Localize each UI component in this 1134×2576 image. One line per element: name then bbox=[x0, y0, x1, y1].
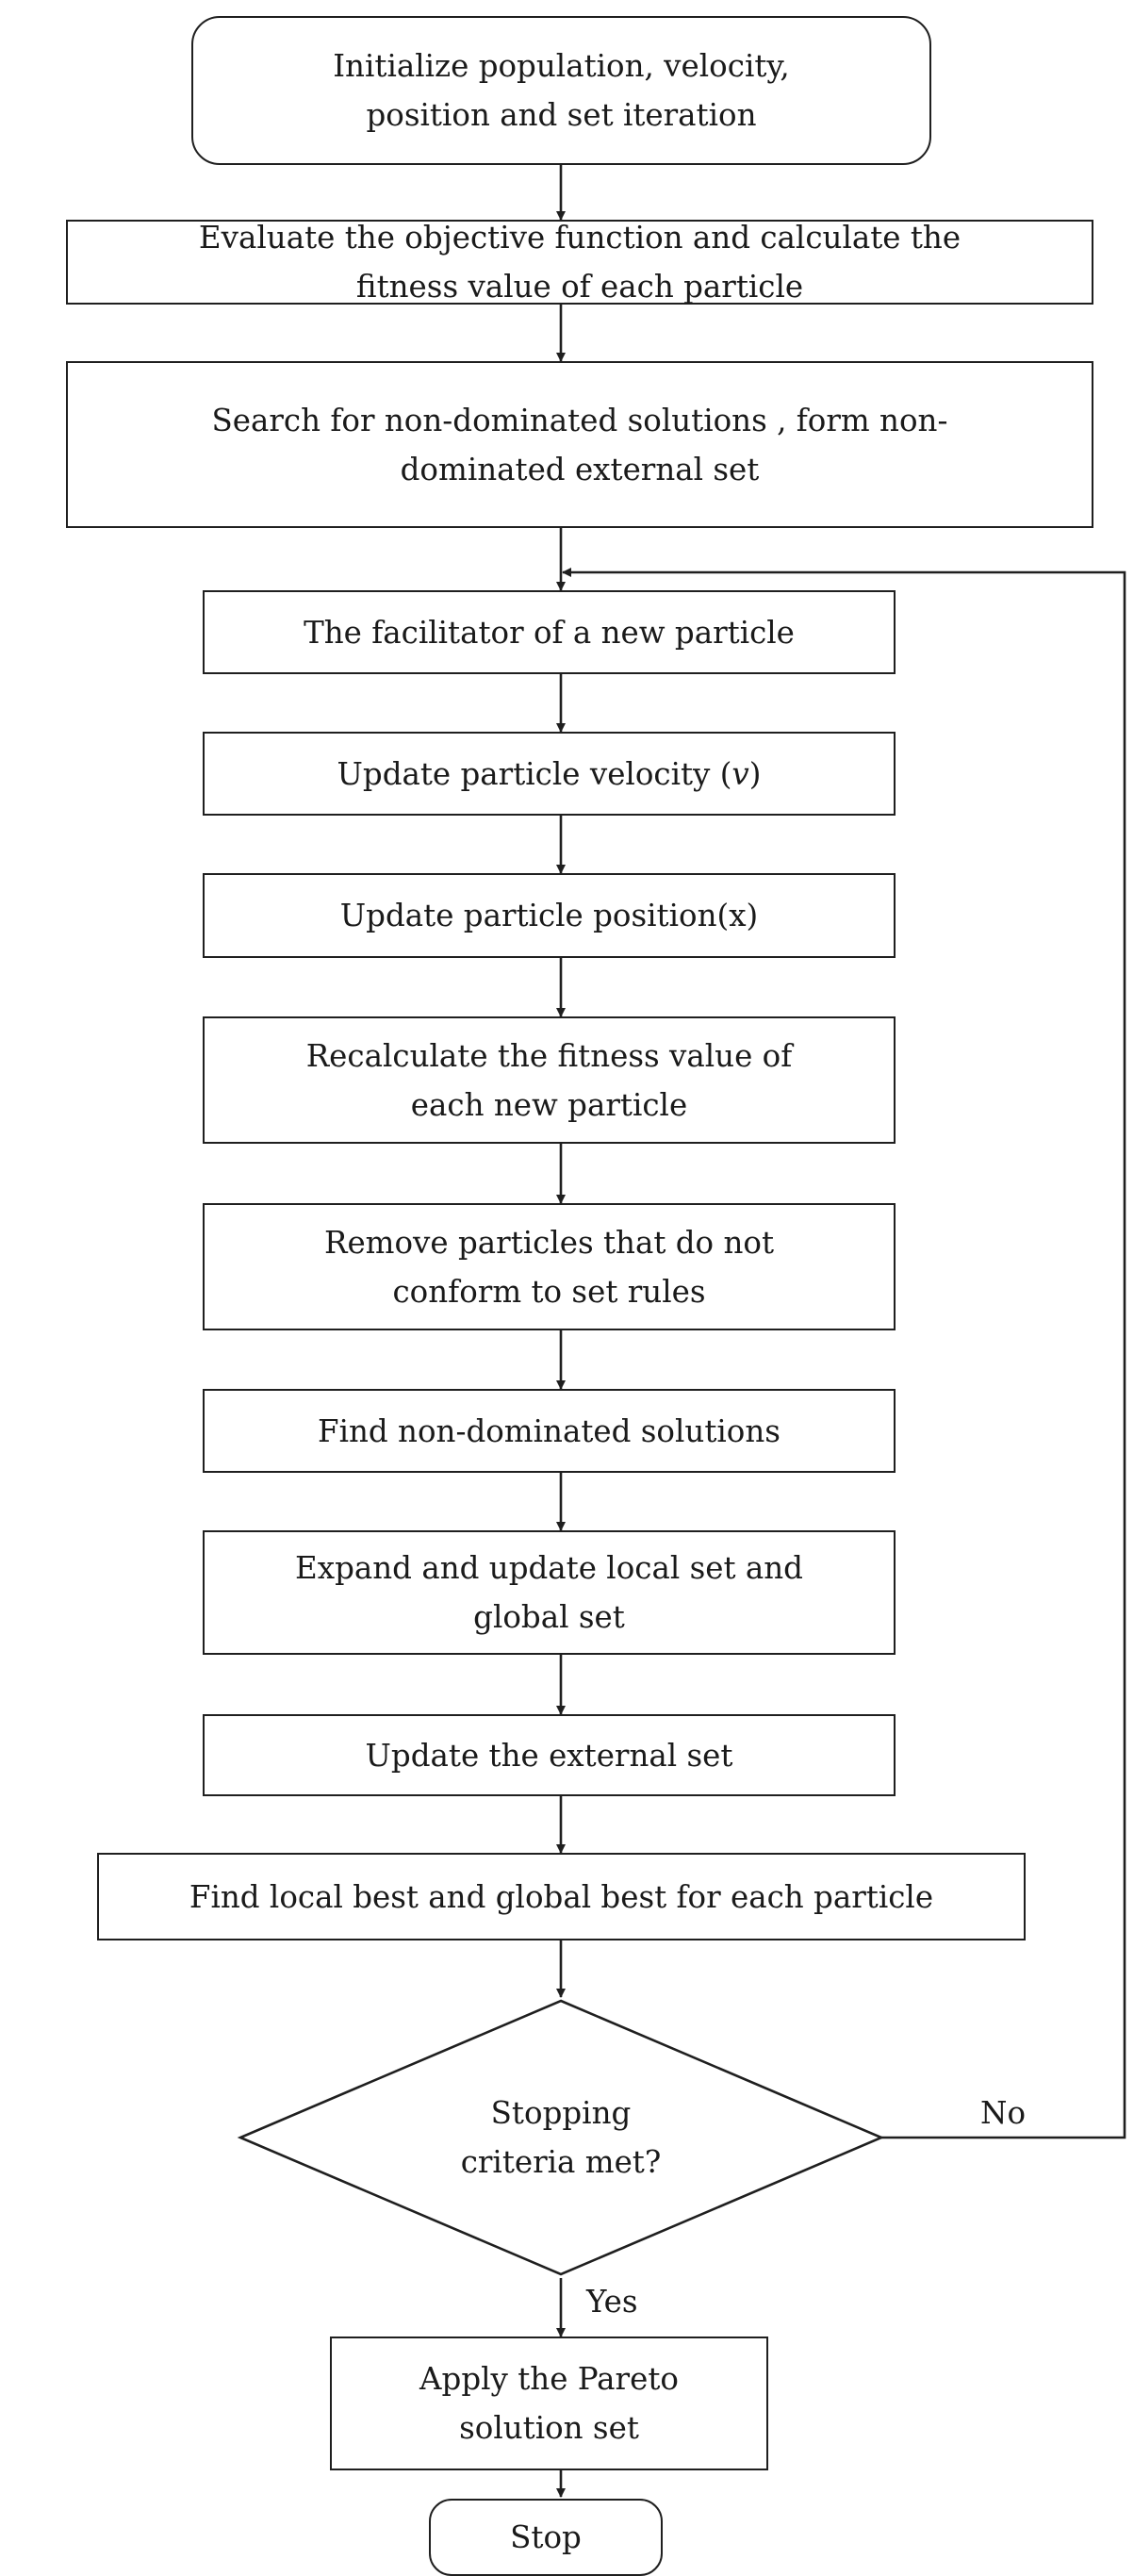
step-update-position: Update particle position(x) bbox=[203, 873, 896, 958]
step-update-external: Update the external set bbox=[203, 1714, 896, 1796]
step-facilitator: The facilitator of a new particle bbox=[203, 590, 896, 674]
step-find-non-dominated-text: Find non-dominated solutions bbox=[318, 1412, 781, 1449]
step-remove-particles: Remove particles that do not conform to … bbox=[203, 1203, 896, 1330]
velocity-suffix: ) bbox=[748, 755, 762, 792]
velocity-variable: v bbox=[731, 755, 749, 792]
label-no: No bbox=[980, 2095, 1027, 2131]
step-find-non-dominated: Find non-dominated solutions bbox=[203, 1389, 896, 1473]
step-update-velocity: Update particle velocity (v) bbox=[203, 732, 896, 816]
velocity-prefix: Update particle velocity ( bbox=[337, 755, 732, 792]
step-update-external-text: Update the external set bbox=[365, 1737, 733, 1774]
decision-text: Stopping criteria met? bbox=[460, 2095, 662, 2180]
step-apply-pareto: Apply the Pareto solution set bbox=[330, 2337, 768, 2470]
step-expand-update: Expand and update local set and global s… bbox=[203, 1530, 896, 1655]
arrow-no-loop bbox=[562, 568, 1126, 2139]
step-recalculate: Recalculate the fitness value of each ne… bbox=[203, 1016, 896, 1144]
step-update-velocity-text: Update particle velocity (v) bbox=[337, 750, 762, 799]
stop-terminal-text: Stop bbox=[510, 2519, 582, 2555]
step-find-best: Find local best and global best for each… bbox=[97, 1853, 1026, 1940]
step-facilitator-text: The facilitator of a new particle bbox=[304, 614, 795, 651]
step-find-best-text: Find local best and global best for each… bbox=[189, 1878, 934, 1915]
stop-terminal: Stop bbox=[429, 2499, 663, 2576]
step-search: Search for non-dominated solutions , for… bbox=[66, 361, 1093, 528]
label-yes: Yes bbox=[586, 2284, 638, 2320]
step-recalculate-text: Recalculate the fitness value of each ne… bbox=[305, 1037, 793, 1123]
step-evaluate: Evaluate the objective function and calc… bbox=[66, 220, 1093, 305]
decision-diamond bbox=[237, 1999, 885, 2276]
step-apply-pareto-text: Apply the Pareto solution set bbox=[419, 2361, 679, 2446]
step-expand-update-text: Expand and update local set and global s… bbox=[295, 1550, 803, 1635]
step-search-text: Search for non-dominated solutions , for… bbox=[211, 402, 948, 487]
step-update-position-text: Update particle position(x) bbox=[339, 898, 759, 933]
step-initialize: Initialize population, velocity, positio… bbox=[191, 16, 931, 165]
step-remove-particles-text: Remove particles that do not conform to … bbox=[323, 1224, 775, 1310]
step-initialize-text: Initialize population, velocity, positio… bbox=[333, 48, 790, 133]
step-evaluate-text: Evaluate the objective function and calc… bbox=[198, 220, 961, 305]
